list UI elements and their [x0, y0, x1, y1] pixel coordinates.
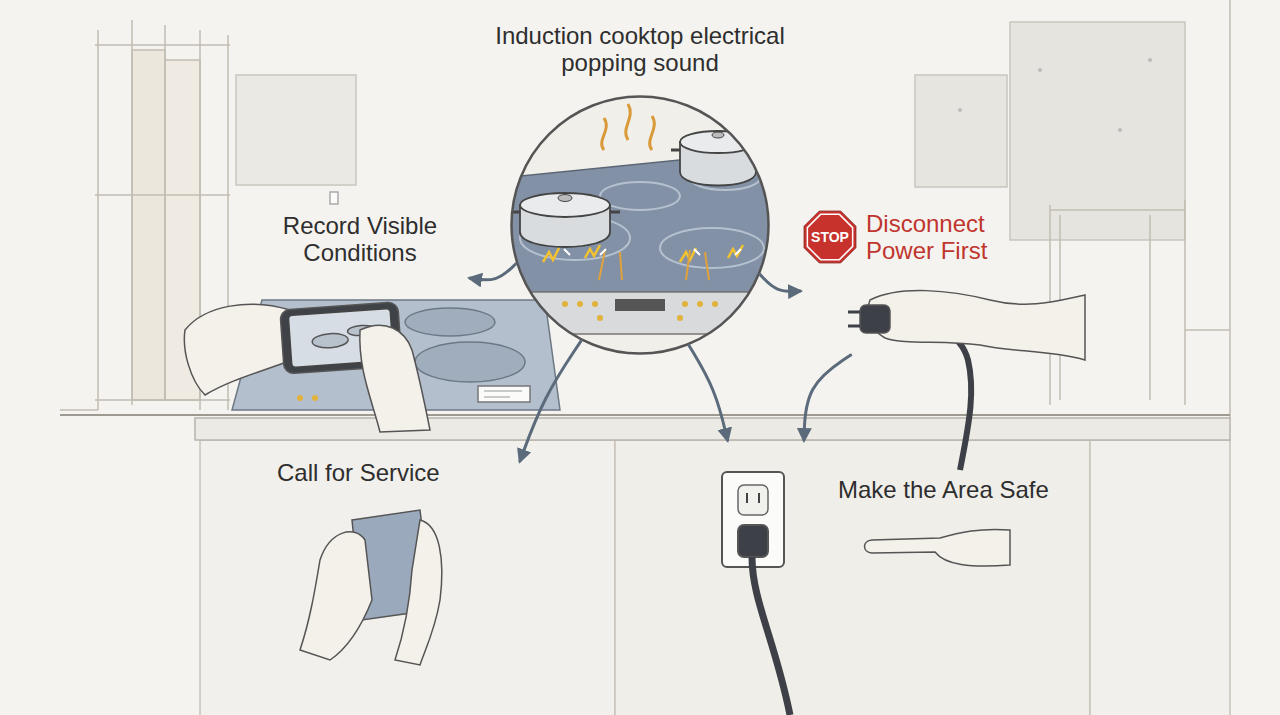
cooktop-closeup — [615, 299, 665, 311]
step-box: Make the Area Safe — [700, 440, 1080, 660]
circle-outline — [510, 95, 770, 355]
step-box: Call for Service — [270, 455, 520, 655]
cooktop-closeup — [564, 249, 741, 255]
cooktop-on-counter — [405, 308, 495, 336]
flow-arrow — [804, 355, 851, 440]
cooktop-closeup — [600, 182, 680, 210]
hands-calling-phone — [395, 520, 442, 665]
upper-cabinets — [915, 75, 1007, 187]
hands-recording-phone — [312, 332, 349, 348]
counter-and-cabinets — [615, 440, 1090, 715]
hands-recording-phone — [184, 304, 292, 395]
cooktop-closeup — [712, 301, 718, 307]
hands-calling-phone — [300, 532, 372, 660]
cooktop-closeup — [562, 301, 568, 307]
cooktop-closeup — [712, 132, 724, 138]
stop-sign: STOP — [802, 209, 858, 265]
wall-studs — [132, 50, 165, 400]
step-box: Record Visible Conditions — [250, 212, 470, 322]
pointing-hand — [865, 529, 1011, 566]
cooktop-closeup — [500, 292, 780, 334]
counter-and-cabinets — [60, 415, 1230, 715]
cooktop-closeup — [577, 301, 583, 307]
cooktop-closeup — [677, 315, 683, 321]
cooktop-closeup — [697, 301, 703, 307]
upper-cabinets — [1118, 128, 1122, 132]
cooktop-on-counter — [297, 395, 303, 401]
cooktop-closeup — [592, 301, 598, 307]
upper-cabinets — [236, 75, 356, 185]
step-label: Call for Service — [277, 459, 517, 486]
counter-and-cabinets — [195, 418, 1230, 440]
hands-calling-phone — [300, 510, 442, 665]
cooktop-on-counter — [415, 342, 525, 382]
wall-outlet — [752, 557, 790, 715]
stop-text: STOP — [802, 228, 858, 246]
hands-recording-phone — [184, 302, 430, 432]
hands-recording-phone — [360, 325, 430, 432]
pointing-hand — [865, 529, 1011, 566]
cooktop-on-counter — [484, 391, 522, 397]
upper-cabinets — [958, 108, 962, 112]
cooktop-closeup — [543, 245, 743, 262]
cooktop-on-counter — [478, 386, 530, 402]
hand-pulling-plug — [868, 291, 1085, 360]
step-label: Record Visible Conditions — [262, 212, 458, 266]
topic-heading: Induction cooktop electrical popping sou… — [495, 22, 785, 76]
cooktop-closeup — [558, 195, 572, 202]
counter-and-cabinets — [60, 414, 1230, 416]
wall-outlet — [722, 472, 784, 567]
wall-outlet — [722, 472, 790, 715]
warning-box: Disconnect Power First STOP — [800, 205, 1000, 355]
hand-pulling-plug — [860, 305, 890, 333]
flow-arrow — [520, 341, 581, 461]
cooktop-closeup — [682, 301, 688, 307]
cooktop-closeup — [599, 250, 709, 280]
warning-label: Disconnect Power First — [866, 210, 1000, 264]
wall-outlet — [738, 525, 768, 557]
topic-circle: Induction cooktop electrical popping sou… — [510, 95, 770, 355]
cooktop-closeup — [500, 104, 780, 334]
upper-cabinets — [330, 192, 338, 204]
wall-outlet — [747, 493, 759, 503]
flow-arrow — [760, 275, 800, 292]
cooktop-closeup — [500, 96, 780, 354]
upper-cabinets — [1010, 22, 1185, 240]
upper-cabinets — [1038, 68, 1042, 72]
cooktop-closeup — [671, 149, 765, 152]
circle-outline — [512, 97, 769, 354]
counter-and-cabinets — [1090, 440, 1230, 715]
hand-pulling-plug — [848, 291, 1085, 470]
flow-arrow — [470, 264, 516, 280]
upper-cabinets — [1148, 58, 1152, 62]
cooktop-closeup — [520, 193, 610, 217]
wall-outlet — [738, 485, 768, 515]
cooktop-on-counter — [312, 395, 318, 401]
cooktop-closeup — [660, 228, 764, 268]
hand-pulling-plug — [848, 312, 860, 326]
flow-arrow — [689, 345, 727, 440]
cooktop-closeup — [510, 211, 620, 214]
counter-and-cabinets — [200, 440, 615, 715]
cooktop-closeup — [602, 104, 655, 150]
cooktop-closeup — [597, 315, 603, 321]
step-label: Make the Area Safe — [838, 476, 1078, 503]
